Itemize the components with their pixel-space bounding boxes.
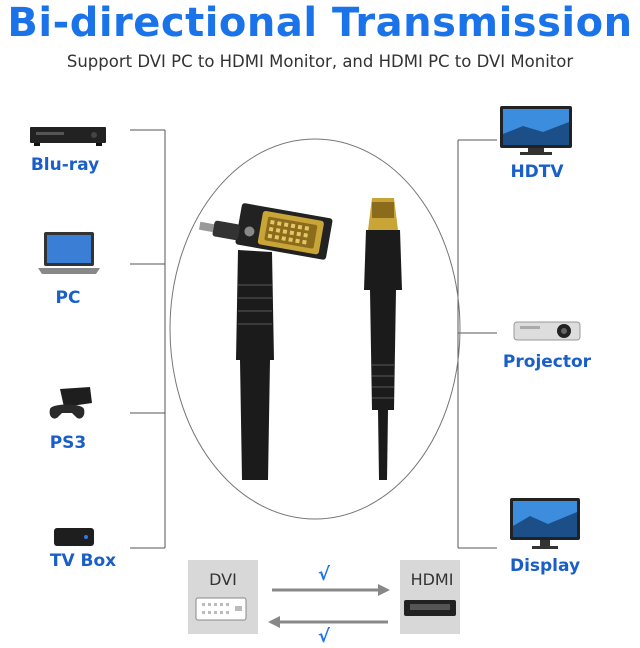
device-label-bluray: Blu-ray bbox=[30, 155, 100, 175]
game-console-icon bbox=[49, 387, 92, 419]
page-title: Bi-directional Transmission bbox=[7, 0, 633, 46]
check-mark-bottom: √ bbox=[318, 626, 331, 647]
check-mark-top: √ bbox=[318, 564, 331, 585]
tv-box-icon bbox=[54, 528, 94, 546]
device-label-projector: Projector bbox=[502, 352, 592, 372]
device-label-pc: PC bbox=[55, 288, 81, 308]
tv-icon bbox=[500, 106, 572, 155]
laptop-icon bbox=[38, 232, 100, 274]
device-label-ps3: PS3 bbox=[49, 433, 87, 453]
page-subtitle: Support DVI PC to HDMI Monitor, and HDMI… bbox=[66, 52, 574, 71]
monitor-icon bbox=[510, 498, 580, 549]
device-label-display: Display bbox=[509, 556, 581, 576]
dvi-hdmi-cable-illustration bbox=[198, 198, 402, 480]
projector-icon bbox=[513, 321, 581, 341]
device-label-hdtv: HDTV bbox=[510, 162, 564, 182]
connector-panel bbox=[188, 560, 460, 634]
hdmi-port-label: HDMI bbox=[410, 570, 454, 589]
device-label-tv-box: TV Box bbox=[49, 551, 117, 571]
dvi-port-label: DVI bbox=[209, 570, 237, 589]
bluray-player-icon bbox=[30, 127, 106, 146]
